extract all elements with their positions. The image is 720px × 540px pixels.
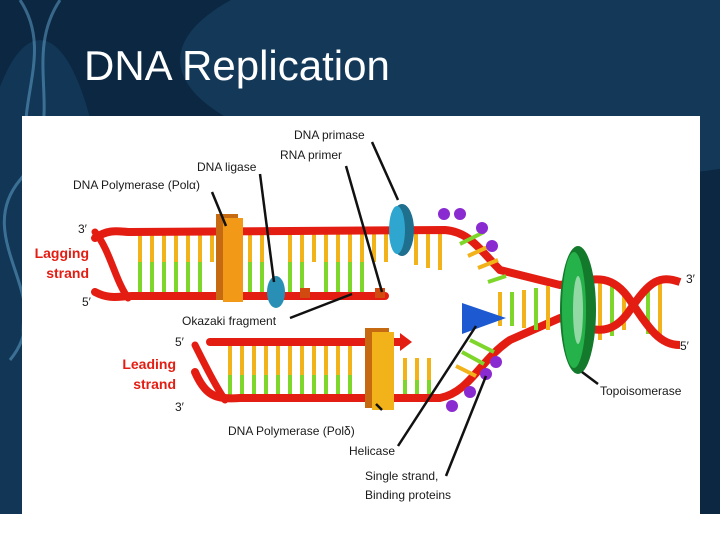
label-binding-proteins: Binding proteins [365,488,451,502]
end-label-lag-3: 3′ [78,222,88,236]
dna-replication-diagram: DNA primase RNA primer DNA ligase DNA Po… [35,128,696,502]
label-dna-ligase: DNA ligase [197,160,257,174]
label-helicase: Helicase [349,444,395,458]
label-lagging-1: Lagging [35,245,89,261]
label-topoisomerase: Topoisomerase [600,384,682,398]
dna-polymerase-alpha-protein [216,214,243,302]
lagging-green-bases [138,262,364,292]
leading-helix-cross [191,341,229,404]
dna-primase-protein [389,204,414,256]
diagram-panel: DNA primase RNA primer DNA ligase DNA Po… [22,116,700,514]
dna-ligase-protein [267,276,285,308]
leading-yellow-bases [228,342,431,380]
label-rna-primer: RNA primer [280,148,342,162]
lagging-new-backbone [91,288,389,301]
end-label-right-3: 3′ [686,272,696,286]
end-label-lead-5: 5′ [175,335,185,349]
label-okazaki-fragment: Okazaki fragment [182,314,277,328]
label-leading-2: strand [133,376,176,392]
lagging-helix-cross [91,228,132,302]
lagging-backbones [91,225,564,302]
label-single-strand: Single strand, [365,469,438,483]
ssb-proteins [438,208,502,412]
bottom-bar [0,514,720,540]
label-dna-primase: DNA primase [294,128,365,142]
leading-arrowhead [400,333,412,351]
label-lagging-2: strand [46,265,89,281]
end-label-lag-5: 5′ [82,295,92,309]
topoisomerase-protein [560,246,596,374]
dna-polymerase-delta-protein [365,328,394,410]
label-leading-1: Leading [122,356,176,372]
label-dna-polymerase-alpha: DNA Polymerase (Polα) [73,178,200,192]
lagging-template-backbone [91,225,564,289]
end-label-right-5: 5′ [680,339,690,353]
pointer-lines [210,141,599,477]
label-dna-polymerase-delta: DNA Polymerase (Polδ) [228,424,355,438]
fork-bases [455,230,550,378]
helicase-protein [462,303,506,334]
end-label-lead-3: 3′ [175,400,185,414]
leading-strand-bases [228,342,431,398]
okazaki-joint-markers [300,288,385,298]
leading-template-backbone [191,314,564,403]
slide-title: DNA Replication [84,42,390,89]
leading-green-bases [228,375,431,398]
